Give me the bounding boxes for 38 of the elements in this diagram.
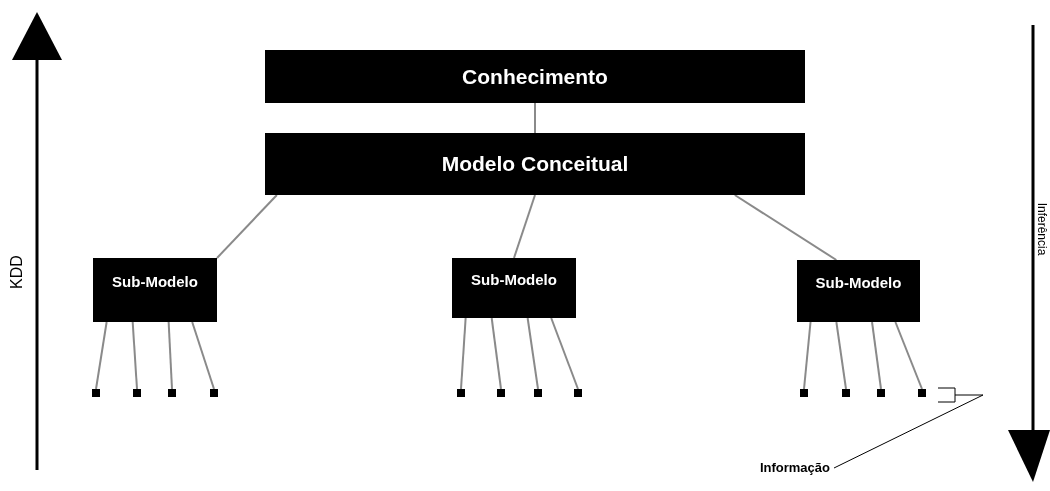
connector-line — [871, 321, 882, 390]
connector-line — [733, 194, 838, 261]
connector-line — [894, 321, 923, 390]
process-box: Sub-Modelo — [93, 258, 217, 322]
axis-label: KDD — [6, 255, 26, 289]
data-point-square — [574, 389, 582, 397]
bracket — [937, 387, 983, 403]
connector-line — [513, 194, 536, 259]
connector-line — [216, 194, 278, 259]
connector-line — [534, 102, 536, 134]
connector-line — [550, 317, 579, 390]
data-point-square — [133, 389, 141, 397]
process-box: Conhecimento — [265, 50, 805, 103]
axis-label: Inferência — [1035, 201, 1049, 258]
data-point-square — [800, 389, 808, 397]
data-point-square — [918, 389, 926, 397]
leader-line — [833, 394, 984, 469]
data-point-square — [210, 389, 218, 397]
process-box: Modelo Conceitual — [265, 133, 805, 195]
data-point-square — [457, 389, 465, 397]
data-point-square — [497, 389, 505, 397]
data-point-square — [842, 389, 850, 397]
connector-line — [490, 317, 502, 390]
connector-line — [460, 317, 467, 390]
process-box: Sub-Modelo — [452, 258, 576, 318]
data-point-square — [877, 389, 885, 397]
connector-line — [835, 321, 847, 390]
connector-line — [191, 321, 215, 390]
data-point-square — [168, 389, 176, 397]
connector-line — [131, 321, 138, 390]
data-point-square — [92, 389, 100, 397]
callout-text: Informação — [730, 458, 830, 478]
connector-line — [526, 317, 539, 390]
data-point-square — [534, 389, 542, 397]
connector-line — [95, 321, 108, 390]
process-box: Sub-Modelo — [797, 260, 920, 322]
connector-line — [803, 321, 812, 390]
connector-line — [167, 321, 173, 390]
